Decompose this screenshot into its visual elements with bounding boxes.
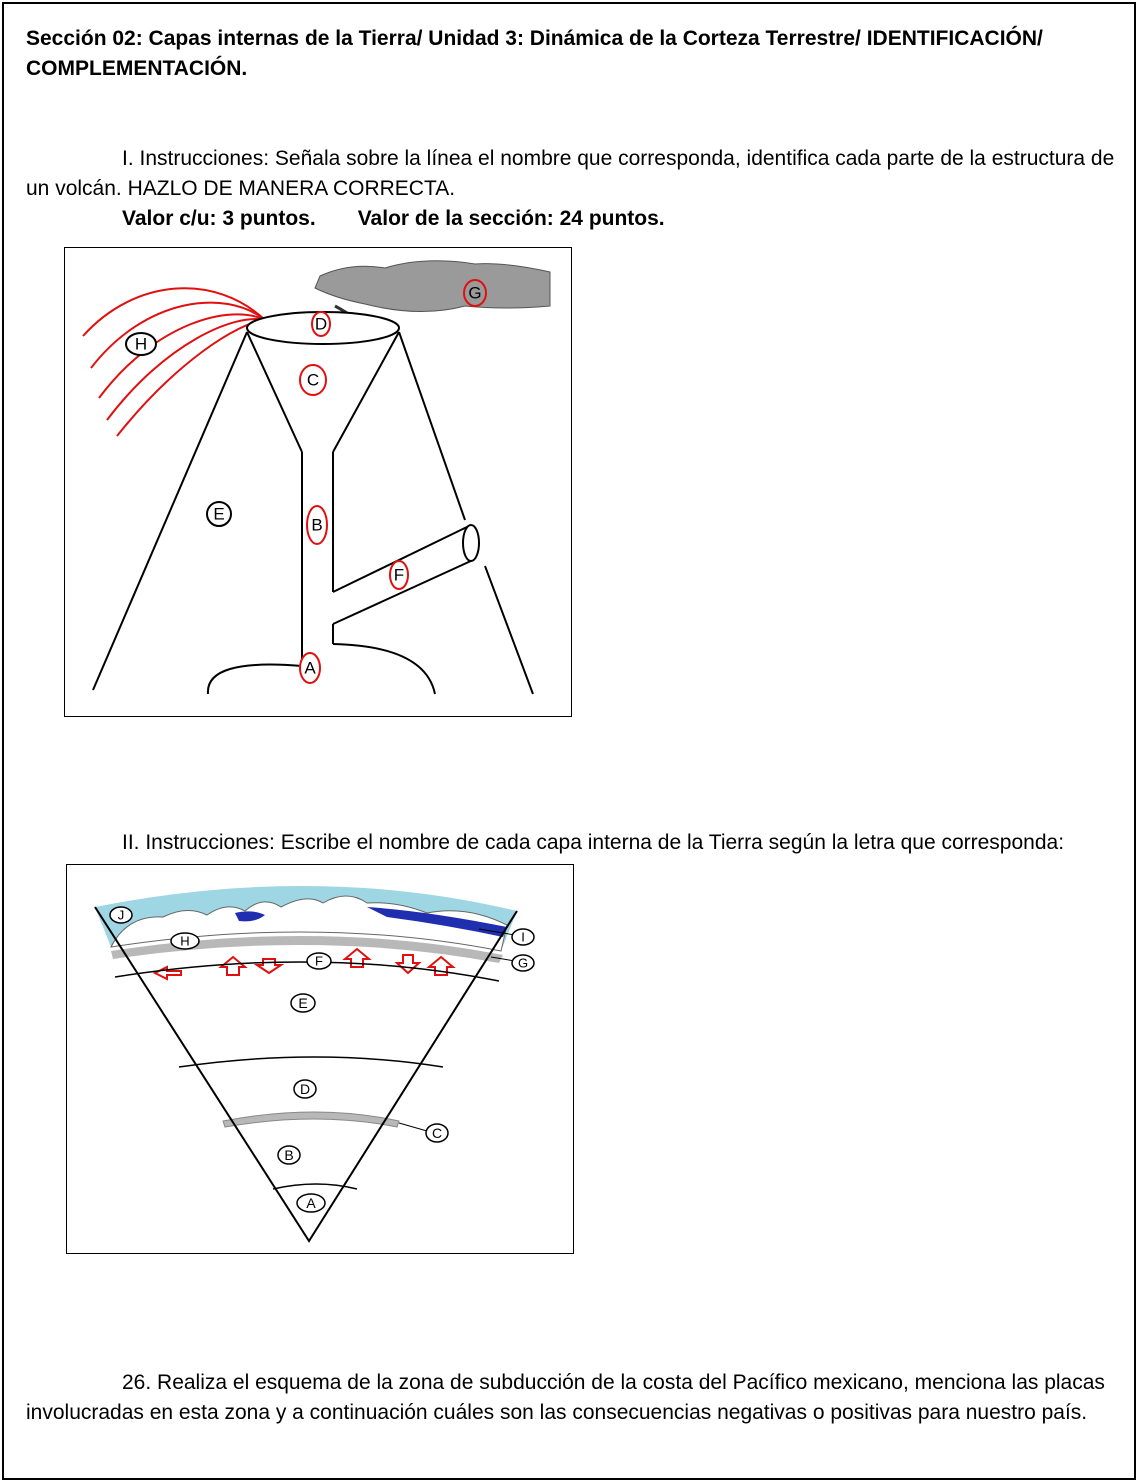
volcano-figure: A B C D E F G xyxy=(64,247,572,717)
volcano-label-f: F xyxy=(389,560,409,590)
earth-label-c: C xyxy=(425,1123,449,1143)
continent-crust xyxy=(110,895,508,952)
svg-text:A: A xyxy=(306,1195,316,1211)
earth-label-h: H xyxy=(170,932,200,950)
part-one-instructions-text: I. Instrucciones: Señala sobre la línea … xyxy=(26,147,1115,200)
volcano-label-d: D xyxy=(311,311,331,337)
outer-core-band xyxy=(222,1111,400,1128)
earth-label-a: A xyxy=(296,1193,326,1213)
svg-text:I: I xyxy=(521,930,525,945)
lava-flow-lines xyxy=(82,287,266,437)
question-26: 26. Realiza el esquema de la zona de sub… xyxy=(26,1368,1126,1428)
volcano-label-g: G xyxy=(463,279,487,307)
earth-label-j: J xyxy=(109,906,133,924)
smoke-cloud xyxy=(314,260,551,313)
svg-text:F: F xyxy=(394,566,404,585)
svg-text:E: E xyxy=(298,995,307,1011)
earth-layers-figure: A B C D E F G xyxy=(66,864,574,1254)
svg-text:C: C xyxy=(432,1125,442,1141)
earth-label-i: I xyxy=(511,928,535,946)
svg-text:G: G xyxy=(518,956,528,971)
volcano-label-e: E xyxy=(206,501,232,527)
svg-text:F: F xyxy=(315,954,323,969)
volcano-diagram: A B C D E F G xyxy=(82,260,551,695)
question-26-text: 26. Realiza el esquema de la zona de sub… xyxy=(26,1371,1105,1424)
svg-text:B: B xyxy=(284,1147,293,1163)
value-section: Valor de la sección: 24 puntos. xyxy=(357,207,665,230)
svg-text:J: J xyxy=(118,908,125,923)
earth-label-b: B xyxy=(277,1145,301,1165)
svg-text:A: A xyxy=(304,659,316,678)
svg-text:H: H xyxy=(135,335,147,354)
upper-mantle-band xyxy=(111,935,503,963)
magma-chamber xyxy=(206,643,436,695)
volcano-label-b: B xyxy=(306,505,328,545)
value-each: Valor c/u: 3 puntos. xyxy=(122,207,316,230)
section-title: Sección 02: Capas internas de la Tierra/… xyxy=(26,27,1043,80)
volcano-label-h: H xyxy=(125,332,157,356)
earth-label-g: G xyxy=(511,954,535,972)
volcano-label-a: A xyxy=(299,652,321,684)
svg-text:H: H xyxy=(180,934,189,949)
earth-label-d: D xyxy=(293,1079,317,1099)
svg-text:D: D xyxy=(300,1081,310,1097)
convection-arrows xyxy=(152,947,456,981)
earth-label-f: F xyxy=(306,952,332,970)
svg-text:G: G xyxy=(468,284,481,303)
volcano-label-c: C xyxy=(299,364,327,396)
earth-label-e: E xyxy=(290,993,316,1013)
svg-text:E: E xyxy=(213,505,224,524)
svg-text:D: D xyxy=(315,315,327,334)
ocean-water xyxy=(235,911,265,922)
part-two-instructions-text: II. Instrucciones: Escribe el nombre de … xyxy=(122,831,1065,854)
svg-text:C: C xyxy=(307,371,319,390)
earth-layers-diagram: A B C D E F G xyxy=(94,885,535,1243)
part-two-instructions: II. Instrucciones: Escribe el nombre de … xyxy=(26,828,1126,858)
svg-text:B: B xyxy=(311,516,322,535)
part-one-instructions: I. Instrucciones: Señala sobre la línea … xyxy=(26,144,1126,204)
part-one-points: Valor c/u: 3 puntos. Valor de la sección:… xyxy=(122,204,665,234)
earth-wedge-outline xyxy=(94,906,518,1243)
